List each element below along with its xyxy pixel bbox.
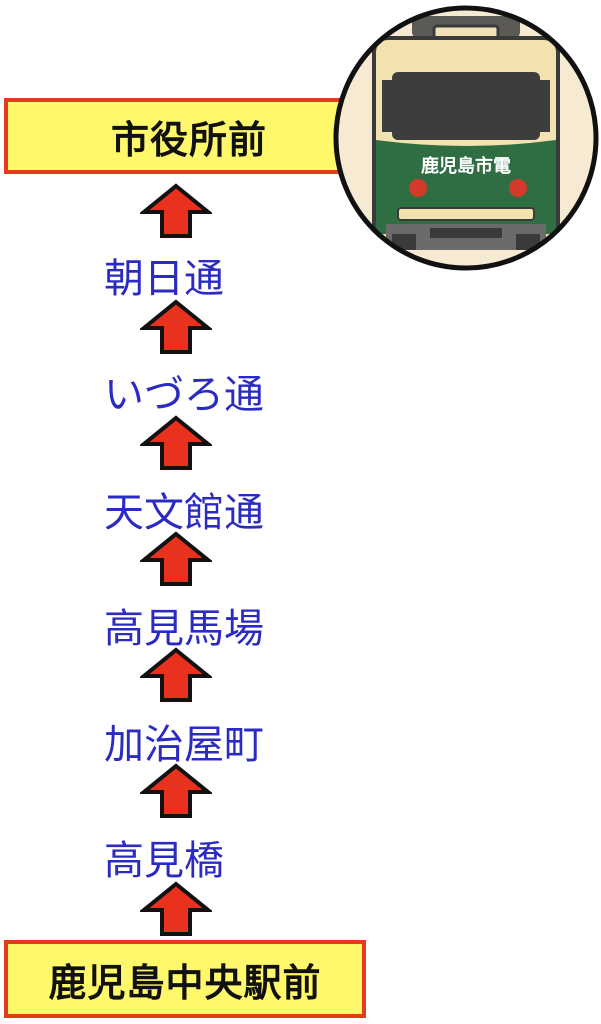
badge-label: 鹿児島市電 (421, 155, 511, 177)
up-arrow-icon (140, 299, 212, 354)
origin-station-label: 鹿児島中央駅前 (48, 960, 322, 1005)
destination-station-box: 市役所前 (4, 98, 374, 174)
up-arrow-icon (140, 531, 212, 586)
stop-label: いづろ通 (104, 372, 264, 418)
destination-station-label: 市役所前 (110, 117, 267, 162)
up-arrow-icon (140, 183, 212, 238)
stop-label: 加治屋町 (104, 722, 264, 768)
stop-label: 朝日通 (104, 256, 224, 302)
up-arrow-icon (140, 647, 212, 702)
up-arrow-icon (140, 415, 212, 470)
origin-station-box: 鹿児島中央駅前 (4, 940, 366, 1018)
stop-label: 天文館通 (104, 490, 264, 536)
stop-label: 高見馬場 (104, 606, 264, 652)
up-arrow-icon (140, 881, 212, 936)
stop-label: 高見橋 (104, 838, 224, 884)
up-arrow-icon (140, 763, 212, 818)
tram-icon: 鹿児島市電 (333, 5, 599, 271)
